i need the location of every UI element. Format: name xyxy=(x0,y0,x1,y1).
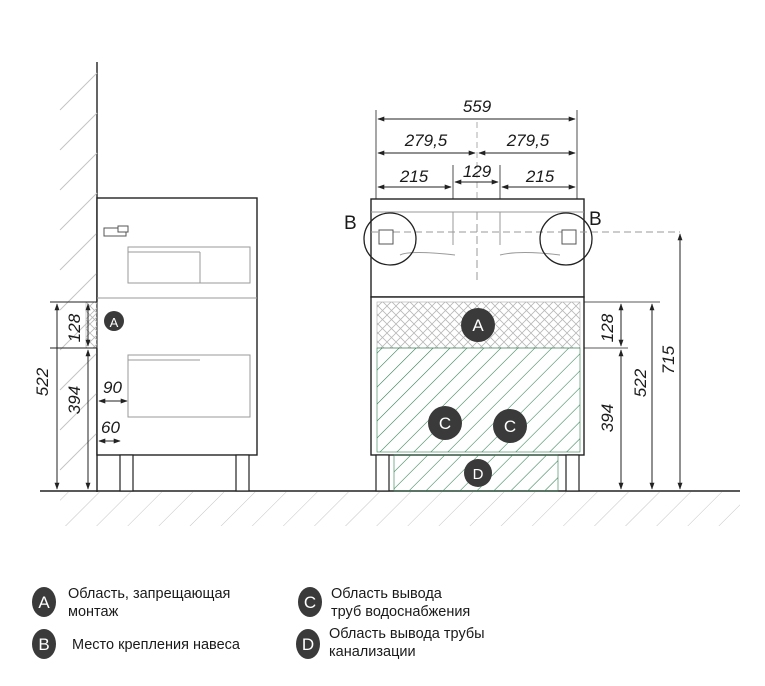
side-dim-90: 90 xyxy=(103,378,122,397)
front-dim-715: 715 xyxy=(659,345,678,374)
front-badge-d: D xyxy=(464,459,492,487)
top-dim-559: 559 xyxy=(463,97,492,116)
front-dim-128: 128 xyxy=(598,313,617,342)
front-dimensions xyxy=(584,233,683,490)
legend-a-line1: Область, запрещающая xyxy=(68,586,230,602)
svg-text:A: A xyxy=(38,593,50,612)
side-dim-60: 60 xyxy=(101,418,120,437)
top-dim-215-left: 215 xyxy=(399,167,429,186)
front-badge-c-right: C xyxy=(493,409,527,443)
legend-item-b: B Место крепления навеса xyxy=(32,629,241,659)
front-dim-394: 394 xyxy=(598,404,617,432)
callout-b-left: B xyxy=(344,213,357,234)
side-dim-128: 128 xyxy=(65,313,84,342)
svg-text:C: C xyxy=(439,414,451,433)
front-dim-522: 522 xyxy=(631,368,650,397)
legend-d-line1: Область вывода трубы xyxy=(329,626,485,642)
legend-c-line2: труб водоснабжения xyxy=(331,604,470,620)
side-badge-a: A xyxy=(104,311,124,331)
legend-a-line2: монтаж xyxy=(68,604,119,620)
svg-text:A: A xyxy=(472,316,484,335)
side-dimensions xyxy=(50,301,128,490)
legend-d-line2: канализации xyxy=(329,644,416,660)
top-dim-215-right: 215 xyxy=(525,167,555,186)
legend-b-line1: Место крепления навеса xyxy=(72,637,241,653)
legend-item-d: D Область вывода трубы канализации xyxy=(296,626,485,660)
svg-text:D: D xyxy=(302,635,314,654)
front-view-cabinet xyxy=(363,198,680,492)
side-view-cabinet xyxy=(85,197,258,492)
wall-hatching xyxy=(59,62,98,492)
svg-text:D: D xyxy=(473,466,484,483)
front-badge-c-left: C xyxy=(428,406,462,440)
floor-hatching xyxy=(40,490,740,526)
legend-item-c: C Область вывода труб водоснабжения xyxy=(298,586,470,620)
side-dim-522: 522 xyxy=(33,367,52,396)
svg-text:C: C xyxy=(304,593,316,612)
svg-text:A: A xyxy=(110,315,119,330)
svg-text:C: C xyxy=(504,417,516,436)
top-dim-129: 129 xyxy=(463,162,492,181)
svg-text:B: B xyxy=(38,635,49,654)
callout-b-right: B xyxy=(589,209,602,230)
side-dim-394: 394 xyxy=(65,386,84,414)
top-dim-279-right: 279,5 xyxy=(506,131,550,150)
legend-c-line1: Область вывода xyxy=(331,586,443,602)
legend-item-a: A Область, запрещающая монтаж xyxy=(32,586,230,620)
top-dimensions xyxy=(375,110,578,199)
front-badge-a: A xyxy=(461,308,495,342)
top-dim-279-left: 279,5 xyxy=(404,131,448,150)
